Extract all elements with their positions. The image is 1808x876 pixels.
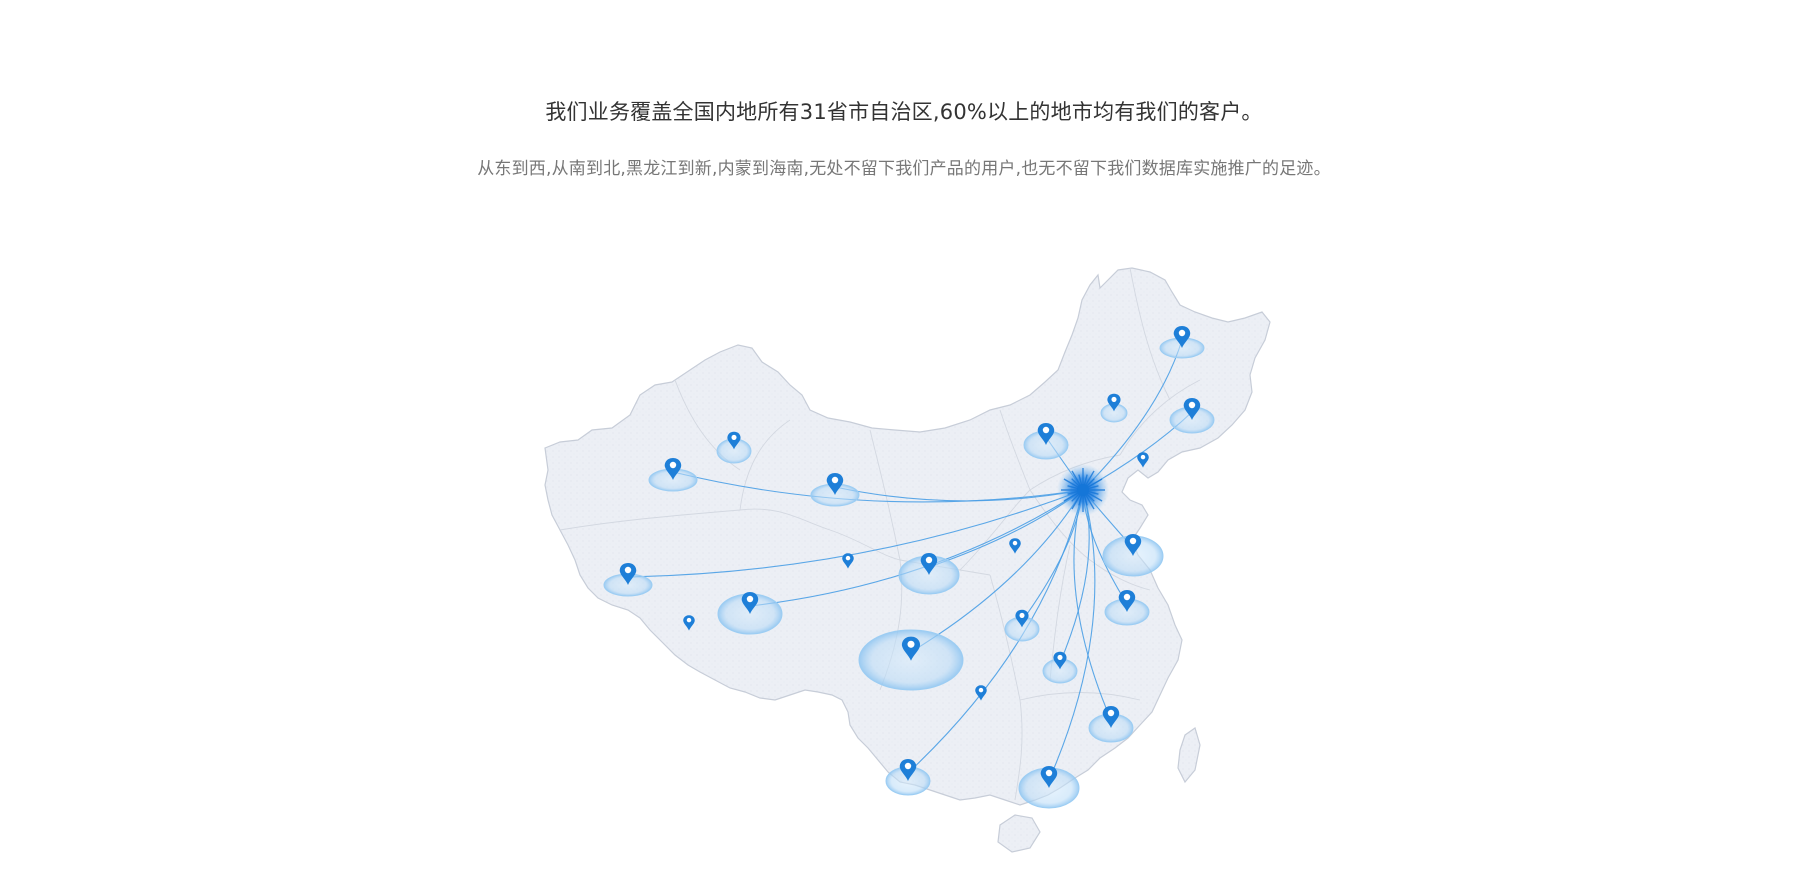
hub-ray bbox=[1078, 493, 1083, 506]
hub-ray bbox=[1083, 493, 1088, 506]
hub-ray bbox=[1071, 470, 1082, 487]
city-markers bbox=[619, 326, 1201, 788]
china-outline bbox=[544, 267, 1271, 806]
map-pin-icon bbox=[842, 553, 854, 569]
hub-ray bbox=[1086, 478, 1103, 489]
map-pin-icon bbox=[899, 759, 917, 781]
map-pin-icon bbox=[826, 473, 844, 495]
map-pin-icon bbox=[741, 592, 759, 614]
hainan-island bbox=[997, 814, 1041, 853]
flow-line bbox=[1073, 489, 1112, 721]
map-pin-icon bbox=[1137, 452, 1149, 468]
hub-core bbox=[1077, 484, 1089, 496]
hub-ray bbox=[1086, 491, 1103, 502]
map-pin-icon bbox=[1053, 651, 1067, 670]
taiwan-island bbox=[1177, 727, 1201, 784]
hub-ray bbox=[1078, 474, 1083, 487]
city-halos bbox=[603, 337, 1215, 809]
map-pin-icon bbox=[1102, 706, 1120, 728]
map-pin-icon bbox=[619, 563, 637, 585]
map-pin-icon bbox=[1173, 326, 1191, 348]
hub-ray bbox=[1084, 470, 1095, 487]
subline: 从东到西,从南到北,黑龙江到新,内蒙到海南,无处不留下我们产品的用户,也无不留下… bbox=[477, 159, 1331, 179]
map-pin-icon bbox=[1118, 590, 1136, 612]
map-pin-icon bbox=[920, 553, 938, 575]
hub-ray bbox=[1084, 493, 1095, 510]
map-pin-icon bbox=[1015, 609, 1029, 628]
flow-line bbox=[672, 471, 1084, 503]
map-pin-icon bbox=[727, 431, 741, 450]
map-pin-icon bbox=[1037, 423, 1055, 445]
map-pin-icon bbox=[683, 615, 695, 631]
map-pin-icon bbox=[1107, 393, 1121, 412]
flow-line bbox=[627, 489, 1084, 578]
hub-ray bbox=[1063, 491, 1080, 502]
map-pin-icon bbox=[1040, 766, 1058, 788]
map-pin-icon bbox=[975, 685, 987, 701]
map-pin-icon bbox=[664, 458, 682, 480]
map-pin-icon bbox=[901, 636, 921, 661]
flow-line bbox=[1048, 489, 1096, 781]
hub-ray bbox=[1063, 478, 1080, 489]
flow-line bbox=[834, 486, 1084, 502]
map-pin-icon bbox=[1124, 534, 1142, 556]
map-pin-icon bbox=[1183, 398, 1201, 420]
map-pin-icon bbox=[1009, 538, 1021, 554]
hub-burst-icon bbox=[1057, 464, 1109, 516]
hub-ray bbox=[1083, 474, 1088, 487]
flow-lines bbox=[627, 339, 1193, 781]
headline: 我们业务覆盖全国内地所有31省市自治区,60%以上的地市均有我们的客户。 bbox=[545, 100, 1263, 124]
hub-ray bbox=[1071, 493, 1082, 510]
